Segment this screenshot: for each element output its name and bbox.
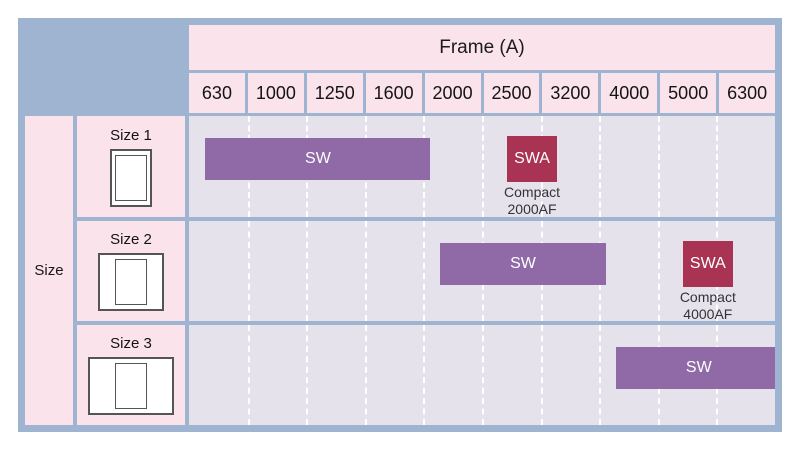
frame-column-header-2500: 2500 [483,73,540,113]
gridline [599,325,602,425]
gridline [364,325,367,425]
size-row-label: Size 3 [110,335,152,352]
size-row-header-3: Size 3 [77,325,185,425]
gridline [657,221,660,321]
frame-column-header-4000: 4000 [601,73,658,113]
gridline [599,116,602,217]
breaker-size-3-icon [88,357,174,415]
plot-row-size-3: SW [189,325,775,425]
size-row-header-1: Size 1 [77,116,185,217]
sw-bar: SW [439,243,607,285]
gridline [306,325,309,425]
compact-rating-note: Compact 4000AF [679,289,736,321]
frame-column-header-2000: 2000 [424,73,481,113]
size-row-label: Size 2 [110,231,152,248]
breaker-pole-icon [115,154,147,201]
breaker-pole-icon [115,363,147,409]
frame-column-header-1250: 1250 [306,73,363,113]
gridline [306,221,309,321]
gridline [540,325,543,425]
gridline [423,221,426,321]
frame-column-header-630: 630 [189,73,245,113]
gridline [482,116,484,217]
compact-rating-note: Compact 2000AF [504,184,561,217]
sw-bar: SW [205,138,431,180]
breaker-pole-icon [115,259,147,305]
gridline [657,116,660,217]
frame-header-title: Frame (A) [189,25,775,70]
frame-column-header-3200: 3200 [542,73,599,113]
gridline [423,325,426,425]
frame-column-header-1600: 1600 [365,73,422,113]
gridline [482,325,484,425]
breaker-size-1-icon [110,148,152,207]
size-row-label: Size 1 [110,126,152,144]
swa-bar: SWA [682,241,733,287]
gridline [247,221,250,321]
swa-bar: SWA [507,136,558,182]
frame-column-header-6300: 6300 [719,73,776,113]
gridline [364,221,367,321]
size-row-header-2: Size 2 [77,221,185,321]
sw-bar: SW [615,347,775,389]
gridline [716,116,719,217]
frame-column-header-1000: 1000 [247,73,304,113]
frame-column-header-5000: 5000 [660,73,717,113]
breaker-size-2-icon [98,253,164,311]
gridline [247,325,250,425]
size-axis-label: Size [25,116,73,425]
